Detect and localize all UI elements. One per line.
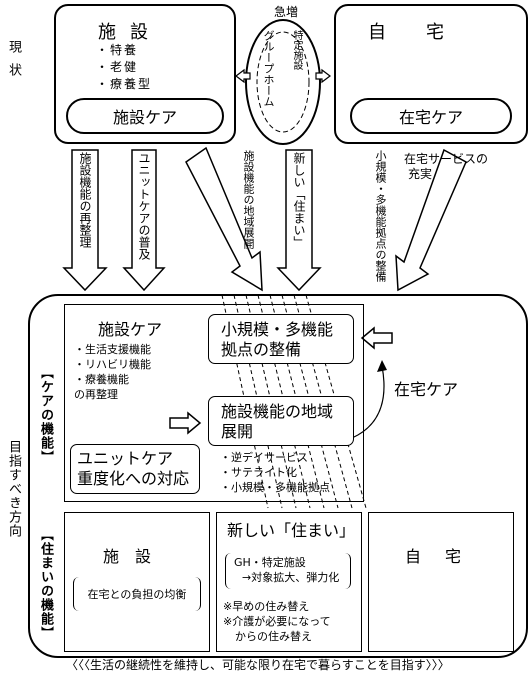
facility-type-item: ・老健: [96, 60, 139, 74]
current-status-label: 現状: [6, 40, 21, 86]
current-home-box: 自宅 在宅ケア: [334, 4, 528, 144]
surge-label: 急増: [274, 5, 299, 19]
care-facility-title: 施設ケア: [98, 320, 163, 339]
specified-facility-label: 特定施設: [291, 30, 302, 70]
gh-specified-note: GH・特定施設 →対象拡大、弾力化: [225, 553, 351, 589]
regional-arrow-label: 施設機能の地域展開: [242, 150, 255, 249]
facility-type-item: ・特養: [96, 43, 139, 57]
care-facility-item: ・生活支援機能: [74, 343, 151, 356]
housing-function-label: 【住まいの機能】: [38, 528, 53, 640]
facility-type-list: ・特養 ・老健 ・療養型: [96, 42, 152, 93]
regional-item: ・逆デイサービス: [220, 451, 308, 464]
facility-care-pill: 施設ケア: [66, 98, 224, 134]
housing-facility-box: 施設 在宅との負担の均衡: [64, 512, 210, 652]
small-multi-arrow-label: 小規模・多機能拠点の整備: [374, 150, 387, 282]
relocation-notes: ※早めの住み替え ※介護が必要になって からの住み替え: [223, 599, 331, 644]
facility-type-item: ・療養型: [96, 77, 153, 91]
current-facility-box: 施設 ・特養 ・老健 ・療養型 施設ケア: [54, 4, 236, 144]
small-multi-box: 小規模・多機能 拠点の整備: [208, 314, 354, 364]
group-home-label: グループホーム: [262, 30, 275, 107]
unit-care-box: ユニットケア 重度化への対応: [70, 444, 200, 494]
relocation-note: からの住み替え: [235, 630, 312, 643]
care-function-label: 【ケアの機能】: [38, 366, 53, 464]
regional-item: ・サテライト化: [220, 466, 297, 479]
home-care-future-label: 在宅ケア: [394, 380, 459, 399]
regional-item: ・小規模・多機能拠点: [220, 481, 330, 494]
new-housing-arrow-label: 新しい「住まい」: [292, 152, 306, 248]
right-chevrons-icon: 〉〉〉: [425, 658, 450, 672]
unit-care-arrow-label: ユニットケアの普及: [137, 152, 151, 260]
new-housing-title: 新しい「住まい」: [227, 521, 356, 540]
relocation-note: ※早めの住み替え: [223, 600, 310, 613]
housing-home-box: 自宅: [368, 512, 514, 652]
future-direction-container: [28, 294, 528, 658]
new-housing-box: 新しい「住まい」 GH・特定施設 →対象拡大、弾力化 ※早めの住み替え ※介護が…: [216, 512, 362, 652]
left-chevrons-icon: 〈〈〈: [66, 658, 91, 672]
care-facility-item: ・療養機能: [74, 373, 129, 386]
care-facility-item: の再整理: [74, 388, 118, 401]
care-facility-items: ・生活支援機能 ・リハビリ機能 ・療養機能 の再整理: [74, 342, 151, 402]
regional-expansion-box: 施設機能の地域 展開: [208, 396, 354, 446]
balance-note: 在宅との負担の均衡: [73, 577, 201, 611]
bottom-banner: 〈〈〈生活の継続性を維持し、可能な限り在宅で暮らすことを目指す〉〉〉: [66, 658, 450, 672]
reorg-arrow-label: 施設機能の再整理: [78, 152, 92, 248]
home-title: 自宅: [368, 22, 484, 43]
future-direction-label: 目指すべき方向: [6, 440, 21, 538]
relocation-note: ※介護が必要になって: [223, 615, 331, 628]
housing-home-title: 自宅: [405, 547, 486, 566]
regional-items: ・逆デイサービス ・サテライト化 ・小規模・多機能拠点: [220, 450, 330, 495]
home-service-label: 在宅サービスの 充実: [404, 152, 489, 181]
housing-facility-title: 施設: [103, 547, 168, 566]
care-facility-item: ・リハビリ機能: [74, 358, 151, 371]
care-area-box: [64, 304, 364, 502]
home-care-pill: 在宅ケア: [350, 98, 512, 134]
facility-title: 施設: [98, 22, 162, 43]
